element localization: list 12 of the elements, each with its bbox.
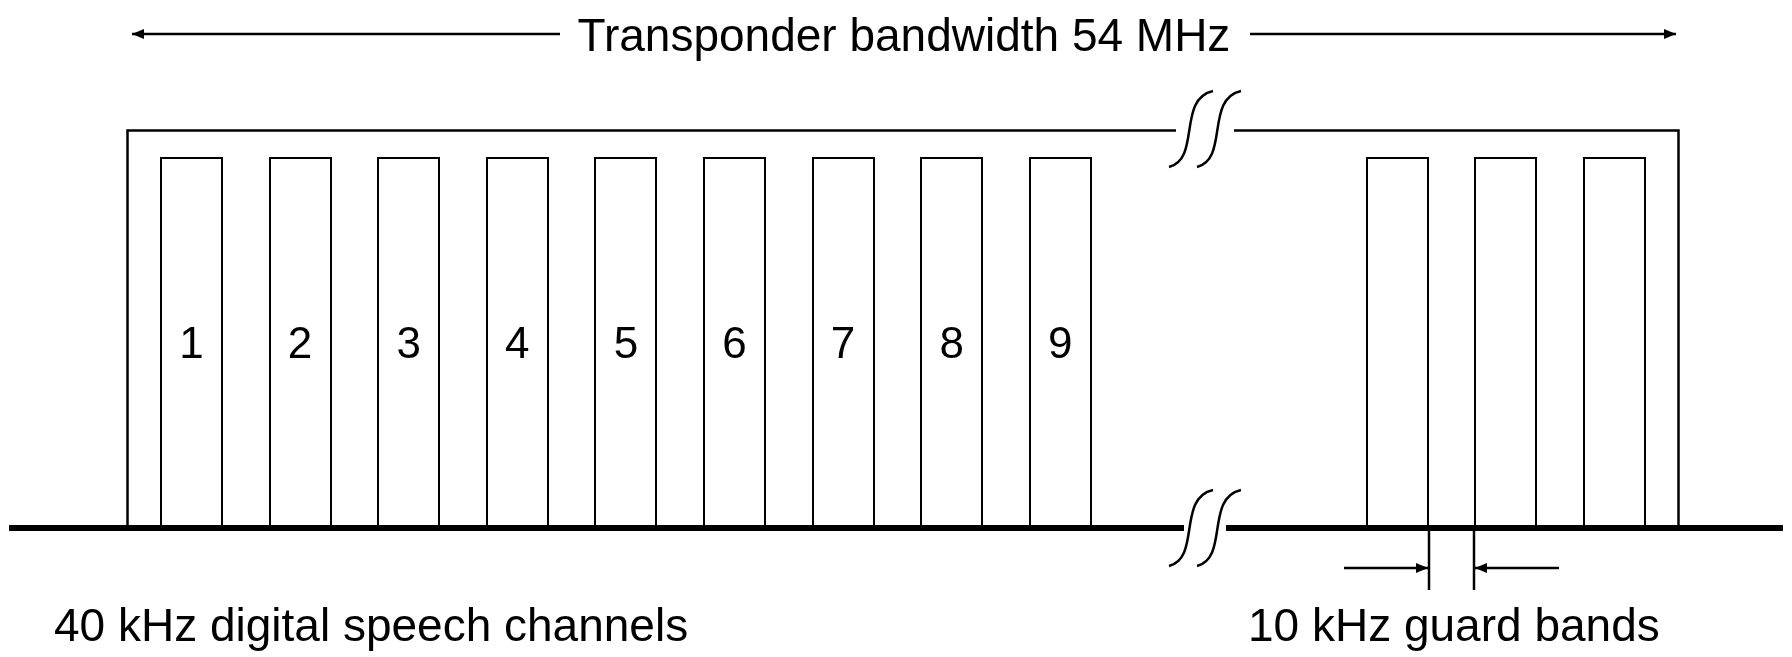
channel-box (1583, 157, 1646, 528)
channel-box (1366, 157, 1429, 528)
channel-box: 8 (920, 157, 984, 528)
channel-box: 5 (594, 157, 658, 528)
channel-box: 3 (377, 157, 441, 528)
channel-box: 2 (268, 157, 332, 528)
channel-box: 9 (1028, 157, 1092, 528)
channel-box: 7 (811, 157, 875, 528)
channel-box (1474, 157, 1537, 528)
channel-box: 6 (703, 157, 766, 528)
channel-box: 1 (160, 157, 223, 528)
channel-box: 4 (485, 157, 549, 528)
